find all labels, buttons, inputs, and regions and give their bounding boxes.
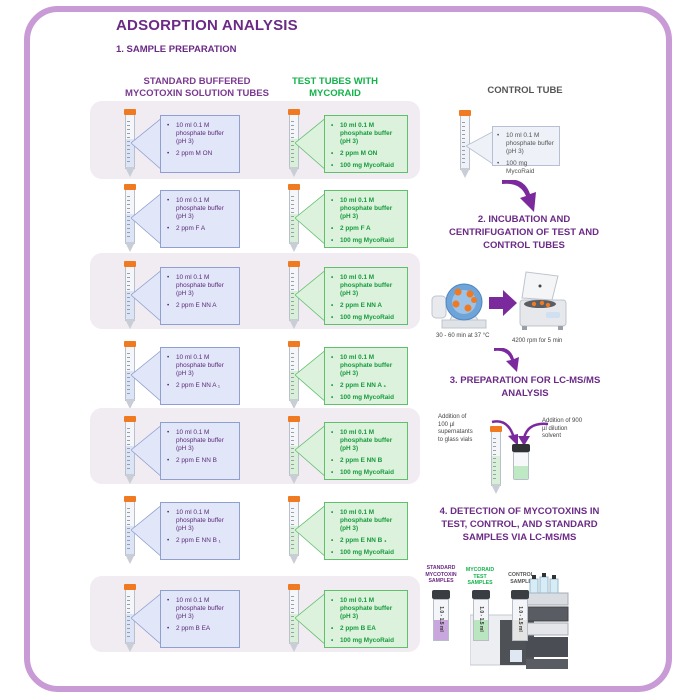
arrow-right-icon xyxy=(489,290,517,316)
test-item: 10 ml 0.1 M phosphate buffer (pH 3) xyxy=(331,354,401,378)
step3-label: 3. PREPARATION FOR LC-MS/MS ANALYSIS xyxy=(449,375,601,399)
control-tube-icon xyxy=(458,110,472,178)
step4-label: 4. DETECTION OF MYCOTOXINS IN TEST, CONT… xyxy=(439,506,600,543)
test-tube-label: 10 ml 0.1 M phosphate buffer (pH 3) 2 ppm… xyxy=(324,115,408,173)
test-item: 10 ml 0.1 M phosphate buffer (pH 3) xyxy=(331,597,401,621)
curved-arrow-icon xyxy=(494,348,519,372)
supernatant-caption: Addition of 100 µl supernatants to glass… xyxy=(438,414,473,443)
test-item: 2 ppm B EA xyxy=(331,625,401,633)
test-item: 100 mg MycoRaid xyxy=(331,637,401,645)
glass-vial-icon xyxy=(512,444,530,480)
standard-column-heading: STANDARD BUFFERED MYCOTOXIN SOLUTION TUB… xyxy=(125,76,269,99)
mycoraid-samples-head: MYCORAID TEST SAMPLES xyxy=(465,567,495,586)
centrifuge-icon xyxy=(519,271,567,330)
test-tube-label: 10 ml 0.1 M phosphate buffer (pH 3) 2 ppm… xyxy=(324,502,408,560)
standard-item: 2 ppm E NN B ₁ xyxy=(167,537,233,545)
standard-samples-head: STANDARD MYCOTOXIN SAMPLES xyxy=(425,565,457,584)
standard-tube-label: 10 ml 0.1 M phosphate buffer (pH 3) 2 ppm… xyxy=(160,502,240,560)
pour-arrows-icon xyxy=(491,420,549,446)
test-item: 2 ppm M ON xyxy=(331,150,401,158)
test-item: 100 mg MycoRaid xyxy=(331,394,401,402)
standard-item: 10 ml 0.1 M phosphate buffer (pH 3) xyxy=(167,354,233,378)
standard-tube-label: 10 ml 0.1 M phosphate buffer (pH 3) 2 ppm… xyxy=(160,267,240,325)
test-item: 2 ppm E NN A ₁ xyxy=(331,382,401,390)
standard-tube-label: 10 ml 0.1 M phosphate buffer (pH 3) 2 ppm… xyxy=(160,347,240,405)
vial-volume-label: 1.0 - 1.5 ml xyxy=(478,606,484,632)
standard-item: 2 ppm M ON xyxy=(167,150,233,158)
test-item: 100 mg MycoRaid xyxy=(331,314,401,322)
standard-tube-label: 10 ml 0.1 M phosphate buffer (pH 3) 2 ppm… xyxy=(160,190,240,248)
test-tube-label: 10 ml 0.1 M phosphate buffer (pH 3) 2 ppm… xyxy=(324,590,408,648)
control-tube-label: 10 ml 0.1 M phosphate buffer (pH 3) 100 … xyxy=(492,126,560,175)
sample-vial-icon: 1.0 - 1.5 ml xyxy=(511,590,529,642)
test-item: 10 ml 0.1 M phosphate buffer (pH 3) xyxy=(331,197,401,221)
curved-arrow-icon xyxy=(502,180,536,212)
standard-item: 10 ml 0.1 M phosphate buffer (pH 3) xyxy=(167,429,233,453)
test-tube-label: 10 ml 0.1 M phosphate buffer (pH 3) 2 ppm… xyxy=(324,422,408,480)
test-tube-label: 10 ml 0.1 M phosphate buffer (pH 3) 2 ppm… xyxy=(324,190,408,248)
test-item: 10 ml 0.1 M phosphate buffer (pH 3) xyxy=(331,429,401,453)
control-item: 10 ml 0.1 M phosphate buffer (pH 3) xyxy=(497,132,555,156)
control-sample-head: CONTROL SAMPLE xyxy=(508,572,534,585)
supernatant-tube-icon xyxy=(489,426,503,494)
step1-label: 1. SAMPLE PREPARATION xyxy=(116,44,237,55)
test-item: 2 ppm E NN B ₁ xyxy=(331,537,401,545)
standard-item: 10 ml 0.1 M phosphate buffer (pH 3) xyxy=(167,597,233,621)
test-column-heading: TEST TUBES WITH MYCORAID xyxy=(291,76,379,99)
standard-item: 10 ml 0.1 M phosphate buffer (pH 3) xyxy=(167,509,233,533)
vial-volume-label: 1.0 - 1.5 ml xyxy=(517,606,523,632)
page-title: ADSORPTION ANALYSIS xyxy=(116,17,298,34)
standard-item: 10 ml 0.1 M phosphate buffer (pH 3) xyxy=(167,197,233,221)
standard-item: 2 ppm F A xyxy=(167,225,233,233)
test-item: 2 ppm E NN A xyxy=(331,302,401,310)
centrifuge-caption: 4200 rpm for 5 min xyxy=(512,338,563,344)
standard-item: 2 ppm E NN A ₁ xyxy=(167,382,233,390)
standard-tube-label: 10 ml 0.1 M phosphate buffer (pH 3) 2 ppm… xyxy=(160,115,240,173)
standard-item: 2 ppm E NN A xyxy=(167,302,233,310)
test-item: 100 mg MycoRaid xyxy=(331,549,401,557)
sample-vial-icon: 1.0 - 1.5 ml xyxy=(472,590,490,642)
standard-item: 2 ppm E NN B xyxy=(167,457,233,465)
test-item: 100 mg MycoRaid xyxy=(331,469,401,477)
test-item: 10 ml 0.1 M phosphate buffer (pH 3) xyxy=(331,274,401,298)
test-item: 10 ml 0.1 M phosphate buffer (pH 3) xyxy=(331,509,401,533)
incubation-caption: 30 - 60 min at 37 °C xyxy=(436,333,490,339)
sample-vial-icon: 1.0 - 1.5 ml xyxy=(432,590,450,642)
rotator-incubator-icon xyxy=(431,283,487,329)
standard-item: 10 ml 0.1 M phosphate buffer (pH 3) xyxy=(167,122,233,146)
standard-tube-label: 10 ml 0.1 M phosphate buffer (pH 3) 2 ppm… xyxy=(160,590,240,648)
control-column-heading: CONTROL TUBE xyxy=(487,85,563,96)
vial-volume-label: 1.0 - 1.5 ml xyxy=(438,606,444,632)
step2-label: 2. INCUBATION AND CENTRIFUGATION OF TEST… xyxy=(449,214,599,251)
test-tube-label: 10 ml 0.1 M phosphate buffer (pH 3) 2 ppm… xyxy=(324,267,408,325)
test-item: 2 ppm E NN B xyxy=(331,457,401,465)
standard-tube-label: 10 ml 0.1 M phosphate buffer (pH 3) 2 ppm… xyxy=(160,422,240,480)
control-callout-pointer xyxy=(466,130,496,167)
test-item: 100 mg MycoRaid xyxy=(331,162,401,170)
solvent-caption: Addition of 900 µl dilution solvent xyxy=(542,418,583,439)
test-item: 10 ml 0.1 M phosphate buffer (pH 3) xyxy=(331,122,401,146)
test-tube-label: 10 ml 0.1 M phosphate buffer (pH 3) 2 ppm… xyxy=(324,347,408,405)
standard-item: 10 ml 0.1 M phosphate buffer (pH 3) xyxy=(167,274,233,298)
test-item: 2 ppm F A xyxy=(331,225,401,233)
control-item: 100 mg MycoRaid xyxy=(497,160,555,176)
test-item: 100 mg MycoRaid xyxy=(331,237,401,245)
standard-item: 2 ppm B EA xyxy=(167,625,233,633)
